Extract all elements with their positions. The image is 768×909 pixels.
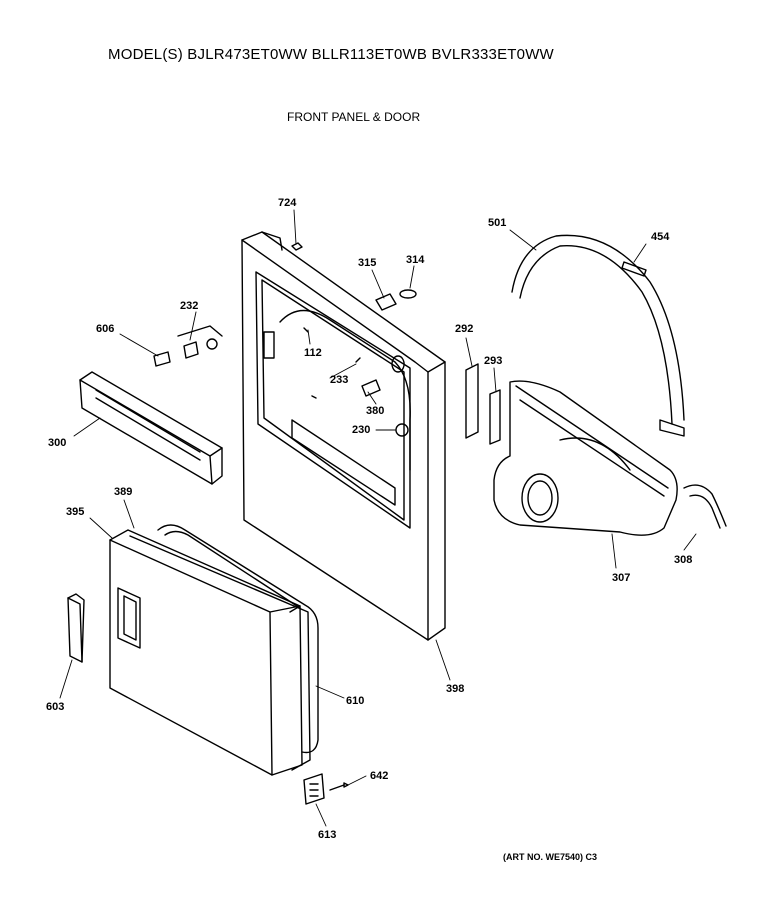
callout-610: 610 [346,695,364,707]
model-numbers-title: MODEL(S) BJLR473ET0WW BLLR113ET0WB BVLR3… [108,46,554,63]
bracket-292 [465,363,479,439]
panel-clip-724 [291,242,303,251]
door-handle [67,593,85,663]
door-assembly [109,524,319,776]
door-switch [177,325,223,359]
screw-112 [303,327,309,333]
lamp-socket-380 [361,379,381,397]
front-bulkhead [493,380,678,536]
callout-230: 230 [352,424,370,436]
callout-232: 232 [180,300,198,312]
callout-112: 112 [304,347,322,359]
screw-233 [311,357,361,399]
bracket-293 [489,389,501,445]
callout-454: 454 [651,231,670,243]
callout-307: 307 [612,572,630,584]
art-number: (ART NO. WE7540) C3 [503,852,598,862]
front-panel [241,231,446,641]
callout-606: 606 [96,323,114,335]
door-hinge [303,773,325,805]
part-454 [621,261,647,277]
callout-603: 603 [46,701,64,713]
callout-724: 724 [278,197,297,209]
callout-300: 300 [48,437,66,449]
bracket-314 [399,289,417,299]
seal-308 [683,484,727,529]
callout-642: 642 [370,770,388,782]
callout-308: 308 [674,554,692,566]
callout-292: 292 [455,323,473,335]
switch-actuator [153,351,171,367]
section-title: FRONT PANEL & DOOR [287,110,421,124]
bracket-315 [375,293,397,311]
drum-support-501 [511,234,685,437]
control-trim [79,371,223,485]
callout-389: 389 [114,486,132,498]
callout-395: 395 [66,506,84,518]
callout-293: 293 [484,355,502,367]
callout-314: 314 [406,254,425,266]
lamp-230 [395,423,409,437]
leader-lines [59,209,697,827]
callout-501: 501 [488,217,506,229]
callout-398: 398 [446,683,464,695]
callout-233: 233 [330,374,348,386]
hinge-screw [329,782,349,791]
callout-315: 315 [358,257,376,269]
callout-613: 613 [318,829,336,841]
callout-380: 380 [366,405,384,417]
